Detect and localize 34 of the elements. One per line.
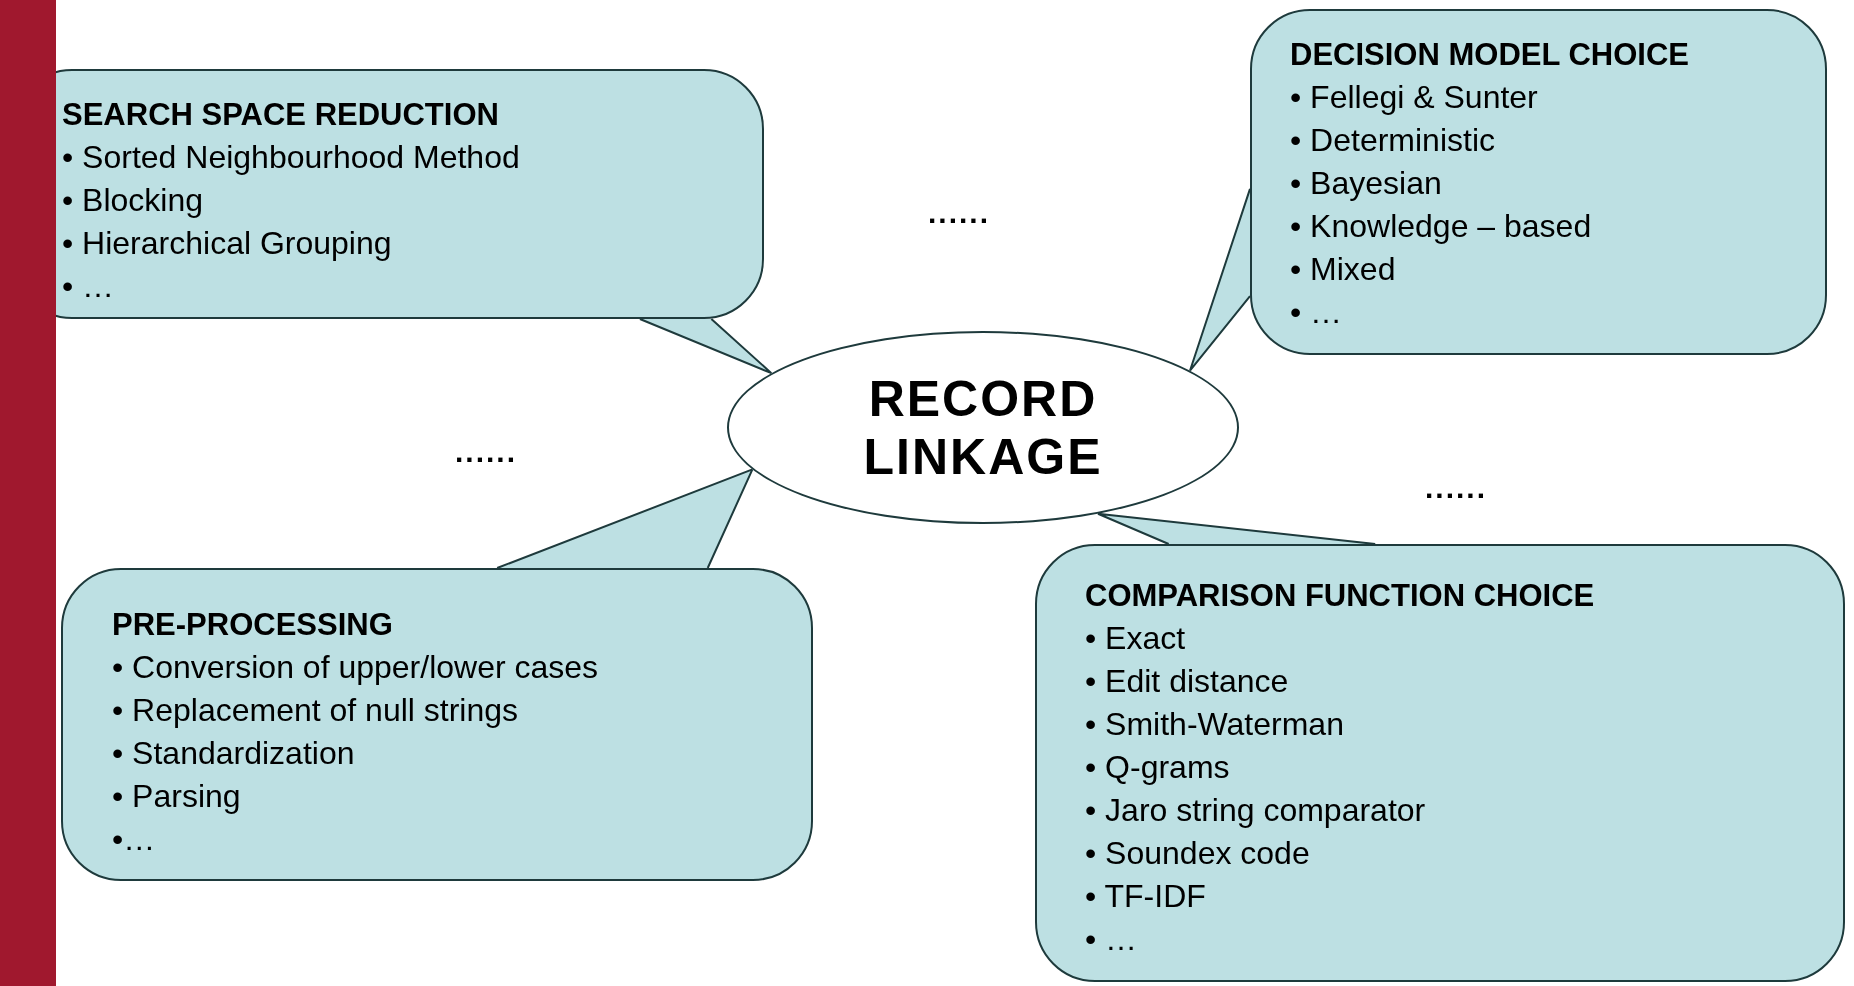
list-item: • Hierarchical Grouping [62,224,392,263]
list-item: • Bayesian [1290,164,1442,203]
list-item: • TF-IDF [1085,877,1206,916]
list-item: • Smith-Waterman [1085,705,1344,744]
ellipsis-text: ...... [455,435,517,469]
list-item: • Blocking [62,181,204,220]
list-item: • Standardization [112,734,355,773]
list-item: •… [112,820,156,859]
list-item: • Sorted Neighbourhood Method [62,138,520,177]
list-item: • Knowledge – based [1290,207,1592,246]
list-item: • Replacement of null strings [112,691,519,730]
ellipsis-text: ...... [1425,471,1487,505]
list-item: • Mixed [1290,250,1396,289]
list-item: • Soundex code [1085,834,1310,873]
list-item: • … [1290,293,1343,332]
list-item: • Edit distance [1085,662,1289,701]
list-item: • Conversion of upper/lower cases [112,648,599,687]
callout-pointer [1096,512,1377,545]
list-item: • Deterministic [1290,121,1495,160]
center-title: RECORD LINKAGE [862,369,1104,486]
callout-heading: SEARCH SPACE REDUCTION [62,96,499,134]
side-bar [0,0,56,986]
callout-heading: COMPARISON FUNCTION CHOICE [1085,577,1595,615]
list-item: • Fellegi & Sunter [1290,78,1538,117]
list-item: • Jaro string comparator [1085,791,1426,830]
callout-heading: DECISION MODEL CHOICE [1290,36,1690,74]
list-item: • Exact [1085,619,1186,658]
list-item: • … [62,267,115,306]
list-item: • Q-grams [1085,748,1230,787]
list-item: • … [1085,920,1138,959]
ellipsis-text: ...... [928,196,990,230]
list-item: • Parsing [112,777,241,816]
callout-bubble [1250,9,1827,355]
callout-heading: PRE-PROCESSING [112,606,393,644]
